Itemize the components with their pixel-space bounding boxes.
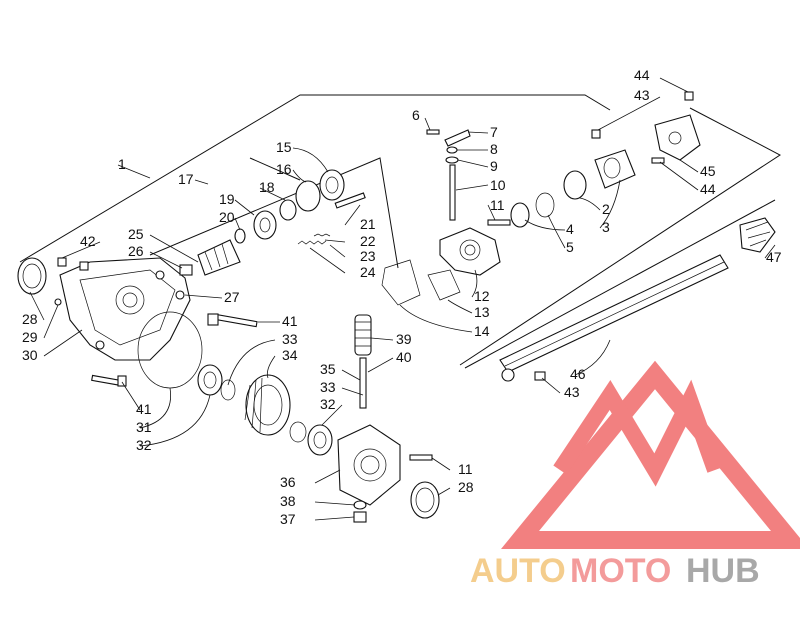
label-40: 40 xyxy=(396,349,412,365)
shift-shaft-21 xyxy=(334,192,366,209)
label-45: 45 xyxy=(700,163,716,179)
label-35: 35 xyxy=(320,361,336,377)
oil-seal-right xyxy=(410,481,440,519)
label-3: 3 xyxy=(602,219,610,235)
watermark-triangle-icon xyxy=(501,360,800,549)
watermark-logo: AUTO MOTO HUB xyxy=(470,360,800,590)
label-12: 12 xyxy=(474,288,490,304)
watermark-hub: HUB xyxy=(686,552,760,590)
label-1: 1 xyxy=(118,156,126,172)
label-34: 34 xyxy=(282,347,298,363)
label-10: 10 xyxy=(490,177,506,193)
spring-23 xyxy=(297,233,331,245)
leader-lines xyxy=(29,77,776,521)
bolt-44-top xyxy=(684,91,694,101)
bearing-15-16 xyxy=(295,169,345,212)
boot-47 xyxy=(739,217,776,253)
label-13: 13 xyxy=(474,304,490,320)
label-20: 20 xyxy=(219,209,235,225)
label-7: 7 xyxy=(490,124,498,140)
label-24: 24 xyxy=(360,264,376,280)
label-23: 23 xyxy=(360,248,376,264)
label-41: 41 xyxy=(282,313,298,329)
nut-43-top xyxy=(591,129,601,139)
plug-37-38 xyxy=(353,500,367,523)
label-14: 14 xyxy=(474,323,490,339)
bolt-11-lower xyxy=(409,454,433,461)
label-28: 28 xyxy=(22,311,38,327)
label-16: 16 xyxy=(276,161,292,177)
ring-gear-34 xyxy=(244,374,291,436)
pinion-gear-25 xyxy=(179,239,241,276)
gasket-13-14 xyxy=(381,259,461,306)
watermark-auto: AUTO xyxy=(470,552,566,590)
shim-20 xyxy=(234,228,246,244)
label-39: 39 xyxy=(396,331,412,347)
oil-seal-left xyxy=(17,257,47,295)
rings-4-5 xyxy=(510,192,555,228)
label-33: 33 xyxy=(282,331,298,347)
label-22: 22 xyxy=(360,233,376,249)
label-25: 25 xyxy=(128,226,144,242)
yoke-45 xyxy=(651,114,701,164)
rear-cover-36 xyxy=(337,424,401,506)
spacer-18 xyxy=(279,199,297,221)
label-46: 46 xyxy=(570,366,586,382)
label-44: 44 xyxy=(634,67,650,83)
label-36: 36 xyxy=(280,474,296,490)
label-11b: 11 xyxy=(458,461,473,477)
coupler-2-3 xyxy=(563,149,636,200)
lever-assembly xyxy=(426,129,471,221)
label-8: 8 xyxy=(490,141,498,157)
label-41b: 41 xyxy=(136,401,152,417)
label-32: 32 xyxy=(320,396,336,412)
watermark-moto: MOTO xyxy=(570,552,671,590)
bolt-11-upper xyxy=(487,219,511,226)
label-38: 38 xyxy=(280,493,296,509)
label-19: 19 xyxy=(219,191,235,207)
label-6: 6 xyxy=(412,107,420,123)
part-labels: 44 43 6 7 8 9 10 11 4 5 2 3 45 44 1 15 1… xyxy=(22,67,782,527)
label-27: 27 xyxy=(224,289,240,305)
label-31: 31 xyxy=(136,419,152,435)
bearing-32-right xyxy=(289,421,333,456)
label-26: 26 xyxy=(128,243,144,259)
label-18: 18 xyxy=(259,179,275,195)
label-33b: 33 xyxy=(320,379,336,395)
label-11: 11 xyxy=(490,197,505,213)
label-4: 4 xyxy=(566,221,574,237)
label-2: 2 xyxy=(602,201,610,217)
bearing-32-left xyxy=(197,364,236,401)
bolts-42 xyxy=(57,257,89,271)
main-housing xyxy=(59,257,191,361)
label-5: 5 xyxy=(566,239,574,255)
label-42: 42 xyxy=(80,233,96,249)
label-32b: 32 xyxy=(136,437,152,453)
label-21: 21 xyxy=(360,216,376,232)
label-37: 37 xyxy=(280,511,296,527)
bearing-19 xyxy=(253,210,277,240)
assembly-outline xyxy=(19,94,781,369)
watermark-m-icon xyxy=(553,379,723,487)
label-47: 47 xyxy=(766,249,782,265)
nut-43-lower xyxy=(534,371,546,381)
vent-tube-39 xyxy=(354,314,372,409)
bolt-41-lower xyxy=(91,374,127,387)
label-43b: 43 xyxy=(564,384,580,400)
label-29: 29 xyxy=(22,329,38,345)
label-28b: 28 xyxy=(458,479,474,495)
label-43: 43 xyxy=(634,87,650,103)
label-15: 15 xyxy=(276,139,292,155)
drive-shaft-46 xyxy=(499,254,729,382)
label-17: 17 xyxy=(178,171,194,187)
label-44b: 44 xyxy=(700,181,716,197)
label-9: 9 xyxy=(490,158,498,174)
bolt-41-upper xyxy=(207,313,258,328)
label-30: 30 xyxy=(22,347,38,363)
front-cover-12 xyxy=(439,227,501,276)
screw-29 xyxy=(54,298,62,306)
